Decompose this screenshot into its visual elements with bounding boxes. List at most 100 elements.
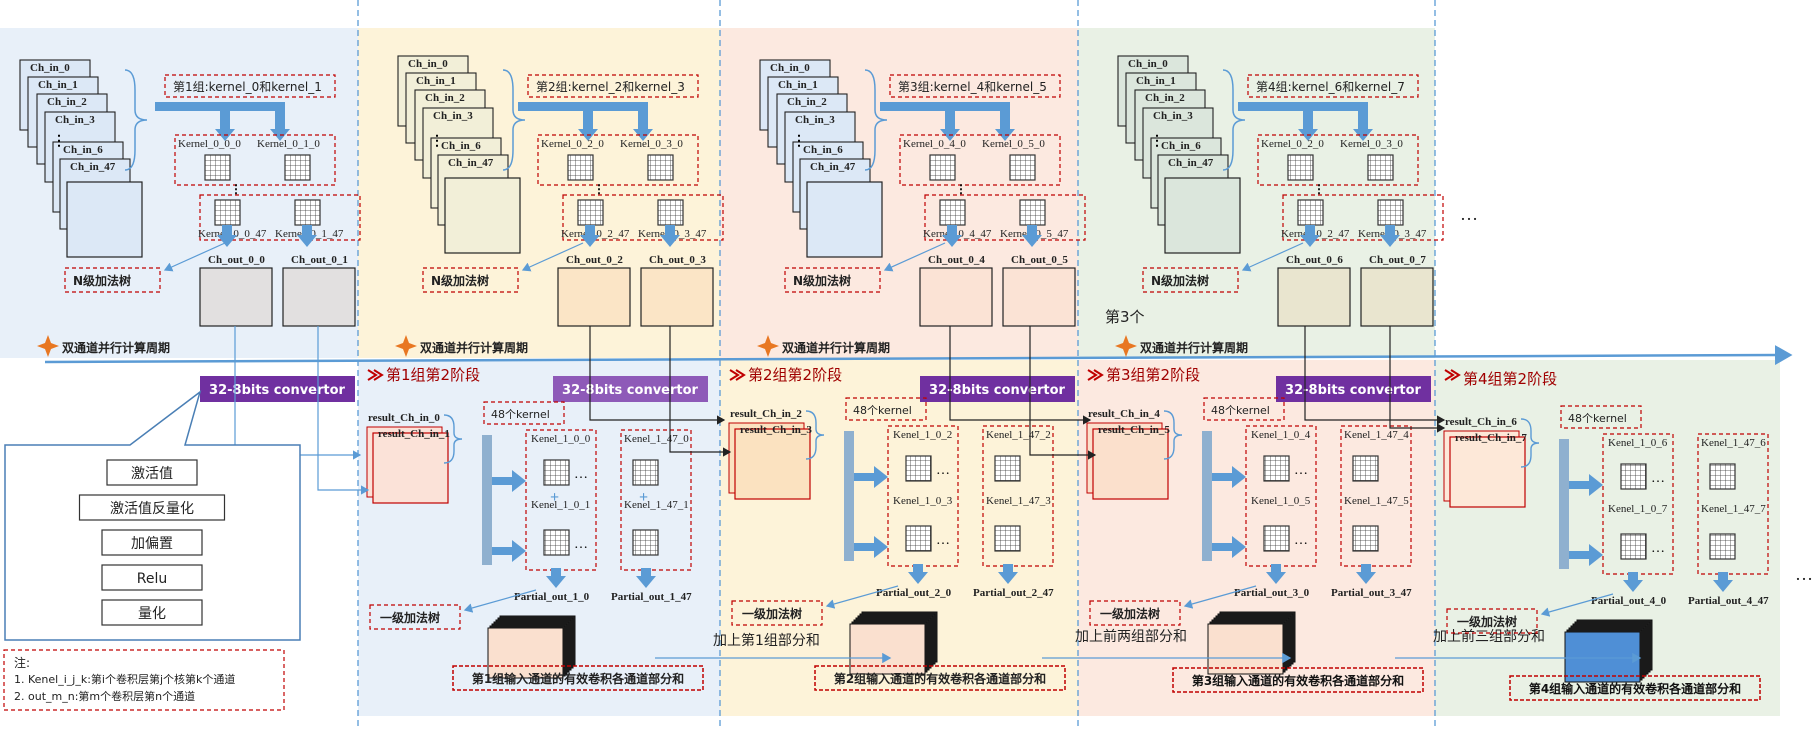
sum-arrow-icon-head: [660, 235, 680, 247]
partial-label: Partial_out_3_0: [1234, 587, 1310, 599]
dots-icon: …: [936, 533, 950, 548]
adder-tree-label: 一级加法树: [1457, 614, 1517, 629]
kernel-count-box: [1560, 405, 1642, 429]
channel-label: Ch_in_6: [63, 144, 103, 156]
kernel-grid-cells: [543, 529, 570, 556]
pipeline-step-label: 加偏置: [131, 536, 173, 552]
output-box: [919, 267, 993, 327]
kernel-grid-cells: [905, 525, 932, 552]
sum-arrow-icon-head: [942, 235, 962, 247]
dots-icon: ⋮: [593, 182, 605, 196]
kernel-grid-cells: [1009, 154, 1036, 181]
channel-label: Ch_in_0: [30, 62, 70, 74]
channel-label: Ch_in_1: [416, 75, 456, 87]
tree-arrow: [463, 589, 537, 613]
channel-label: Ch_in_6: [1161, 140, 1201, 152]
kernel-grid-cells: [1263, 455, 1290, 482]
kernel-arrow-right-icon: [638, 111, 648, 131]
output-box: [640, 267, 714, 327]
kernel-label: Kenel_1_47_0: [624, 433, 689, 445]
group-label-box: [889, 74, 1061, 98]
pipeline-step-label: 激活值反量化: [110, 500, 194, 517]
kernel-right-box: [982, 425, 1054, 567]
kernel-grid-cells: [1367, 154, 1394, 181]
partial-arrow-icon: [1718, 572, 1728, 582]
kernel-grid-icon: [905, 525, 932, 552]
caption-box: [452, 665, 704, 691]
kernel-label: Kenel_1_0_4: [1251, 429, 1311, 441]
output-box: [557, 267, 631, 327]
convertor-box: [200, 376, 355, 402]
kernel-grid-cells: [632, 529, 659, 556]
kernel-grid-icon: [543, 529, 570, 556]
double-chevron-icon: [1087, 369, 1104, 381]
channel-connector: [949, 326, 1092, 425]
channel-label: Ch_in_2: [47, 96, 87, 108]
output-label: Ch_out_0_2: [566, 254, 623, 266]
kernel-right-box: [1697, 433, 1769, 575]
kernel-label: Kernel_0_1_0: [257, 138, 320, 150]
kernel-top-box: [174, 134, 336, 186]
feed-branch: [1212, 473, 1232, 481]
sparkle-icon: [37, 335, 59, 357]
kernel-top-box: [899, 134, 1061, 186]
sum-arrow-icon: [222, 225, 232, 237]
kernel-label: Kernel_0_4_47: [923, 228, 992, 240]
kernel-grid-cells: [1019, 199, 1046, 226]
kernel-grid-cells: [1263, 525, 1290, 552]
cycle-label: 双通道并行计算周期: [420, 340, 528, 355]
result-frame-front: [372, 432, 449, 504]
kernel-grid-cells: [647, 154, 674, 181]
pipeline-step-box: [101, 599, 203, 626]
sum-arrow-icon-head: [217, 235, 237, 247]
kernel-label: Kenel_1_47_2: [986, 429, 1051, 441]
feed-bar: [844, 431, 854, 561]
output-box: [282, 267, 356, 327]
result-frame-front: [1449, 436, 1526, 508]
kernel-grid-icon: [1019, 199, 1046, 226]
partial-sum-layer: [1207, 623, 1284, 675]
output-label: Ch_out_0_4: [928, 254, 985, 266]
channel-connector: [1029, 326, 1097, 460]
kernel-grid-cells: [1377, 199, 1404, 226]
kernel-count-box: [845, 397, 927, 421]
kernel-label: Kenel_1_47_5: [1344, 495, 1409, 507]
kernel-grid-icon: [1287, 154, 1314, 181]
stage2-title: 第4组第2阶段: [1463, 370, 1557, 388]
feed-branch-head: [1589, 544, 1603, 566]
partial-sum-layer: [487, 627, 564, 679]
feed-branch-head: [874, 536, 888, 558]
kernel-grid-cells: [1620, 463, 1647, 490]
kernel-label: Kernel_0_0_47: [198, 228, 267, 240]
stage2-title: 第2组第2阶段: [748, 366, 842, 384]
sum-arrow-icon: [1385, 225, 1395, 237]
convertor-box: [553, 376, 708, 402]
tree-arrow: [883, 242, 946, 272]
output-box: [199, 267, 273, 327]
pipeline-step-label: 量化: [138, 606, 166, 622]
channel-frame-front: [444, 177, 521, 254]
channel-connector: [669, 326, 732, 457]
kernel-grid-cells: [284, 154, 311, 181]
dots-icon: …: [936, 463, 950, 478]
notes-line: 1. Kenel_i_j_k:第i个卷积层第j个核第k个通道: [14, 672, 235, 686]
adder-tree-box: [1446, 608, 1538, 634]
result-label: result_Ch_in_1: [378, 428, 450, 440]
accumulate-label: 加上前两组部分和: [1075, 628, 1187, 645]
adder-tree-label: N级加法树: [793, 273, 851, 288]
feed-bar: [482, 435, 492, 565]
result-frame-front: [734, 428, 811, 500]
kernel-label: Kenel_1_0_1: [531, 499, 590, 511]
partial-label: Partial_out_2_0: [876, 587, 952, 599]
caption-box: [1172, 667, 1424, 693]
kernel-grid-icon: [632, 459, 659, 486]
channel-connector: [589, 326, 726, 425]
feed-bar: [1202, 431, 1212, 561]
sparkle-icon: [1115, 335, 1137, 357]
convertor-box: [1276, 376, 1431, 402]
group-label: 第2组:kernel_2和kernel_3: [536, 80, 685, 94]
kernel-grid-icon: [1367, 154, 1394, 181]
kernel-label: Kenel_1_47_4: [1344, 429, 1409, 441]
kernel-grid-icon: [657, 199, 684, 226]
